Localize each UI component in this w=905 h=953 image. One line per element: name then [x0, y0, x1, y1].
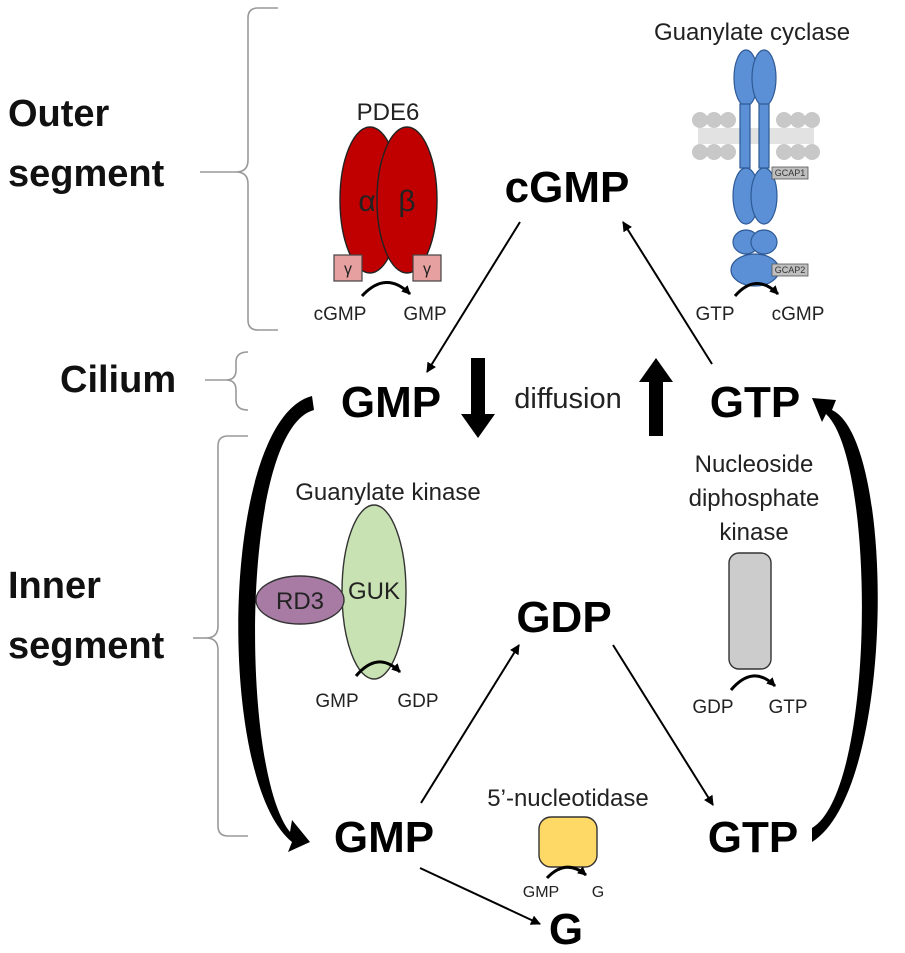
- metabolite-gtp-top: GTP: [710, 378, 800, 427]
- arrow-gmp-to-gdp: [420, 644, 520, 804]
- pde6-beta-subunit: [376, 126, 438, 274]
- rd3-label: RD3: [276, 588, 324, 615]
- cilium-brace: [225, 351, 249, 411]
- outer-segment-label-line2: segment: [8, 153, 165, 195]
- guk-product: GDP: [397, 691, 438, 712]
- pde6-substrate: cGMP: [314, 304, 367, 325]
- cilium-label: Cilium: [60, 359, 176, 401]
- arrow-gtp-to-cgmp: [622, 221, 713, 365]
- nucleotidase-label: 5’-nucleotidase: [487, 785, 648, 812]
- pde6-label: PDE6: [357, 99, 420, 126]
- metabolite-gmp-bottom: GMP: [334, 813, 434, 862]
- gcap1-box: [771, 166, 809, 180]
- pde6-enzyme: [333, 126, 442, 282]
- diffusion-down-arrow: [461, 358, 495, 438]
- nucleotidase-product: G: [592, 884, 604, 901]
- nucleotidase-enzyme: [538, 816, 598, 868]
- guk-label: GUK: [348, 578, 400, 605]
- transport-arrow-right: [812, 398, 878, 842]
- guanylate-cyclase-enzyme: [730, 49, 780, 287]
- metabolite-gmp-top: GMP: [341, 378, 441, 427]
- pde6-reaction-arrow: [360, 281, 412, 298]
- ndk-enzyme: [728, 552, 772, 670]
- nucleotidase-reaction-arrow: [545, 865, 587, 880]
- pde6-gamma-left-label: γ: [344, 261, 352, 278]
- ndk-reaction-arrow: [729, 674, 777, 691]
- guk-substrate: GMP: [315, 691, 358, 712]
- inner-segment-label: Inner: [8, 565, 101, 607]
- membrane-bilayer: [692, 112, 820, 160]
- inner-segment-label-line2: segment: [8, 625, 165, 667]
- outer-segment-label: Outer: [8, 93, 110, 135]
- transport-arrow-left: [238, 396, 314, 852]
- diffusion-label: diffusion: [514, 383, 622, 415]
- ndk-substrate: GDP: [692, 697, 733, 718]
- arrow-gmp-to-g: [419, 867, 541, 925]
- cyclase-product: cGMP: [772, 304, 825, 325]
- arrow-cgmp-to-gmp: [426, 221, 521, 373]
- pde6-gamma-right-label: γ: [423, 261, 431, 278]
- pde6-gamma-left: [333, 254, 363, 282]
- cyclase-reaction-arrow: [733, 282, 780, 298]
- ndk-label-line3: kinase: [719, 519, 788, 546]
- ndk-label-line2: diphosphate: [689, 485, 820, 512]
- pde6-gamma-right: [412, 254, 442, 282]
- cyclase-substrate: GTP: [695, 304, 734, 325]
- pde6-product: GMP: [403, 304, 446, 325]
- metabolite-cgmp: cGMP: [505, 163, 630, 212]
- diffusion-up-arrow: [639, 358, 673, 436]
- pde6-beta-label: β: [398, 185, 415, 218]
- metabolite-gtp-bottom: GTP: [708, 813, 798, 862]
- pde6-alpha-label: α: [358, 185, 375, 218]
- outer-segment-brace: [235, 7, 278, 331]
- gcap2-label: GCAP2: [775, 265, 806, 275]
- gcap1-label: GCAP1: [775, 168, 806, 178]
- arrow-gdp-to-gtp: [612, 644, 714, 806]
- guanylate-kinase-label: Guanylate kinase: [295, 479, 480, 506]
- guanylate-cyclase-label: Guanylate cyclase: [654, 19, 850, 46]
- ndk-label-line1: Nucleoside: [695, 451, 814, 478]
- nucleotidase-substrate: GMP: [523, 884, 559, 901]
- gcap2-box: [771, 263, 809, 277]
- guk-reaction-arrow: [354, 660, 402, 677]
- rd3-protein: [255, 575, 345, 625]
- metabolite-g: G: [549, 905, 583, 953]
- ndk-product: GTP: [768, 697, 807, 718]
- metabolite-gdp: GDP: [516, 593, 611, 642]
